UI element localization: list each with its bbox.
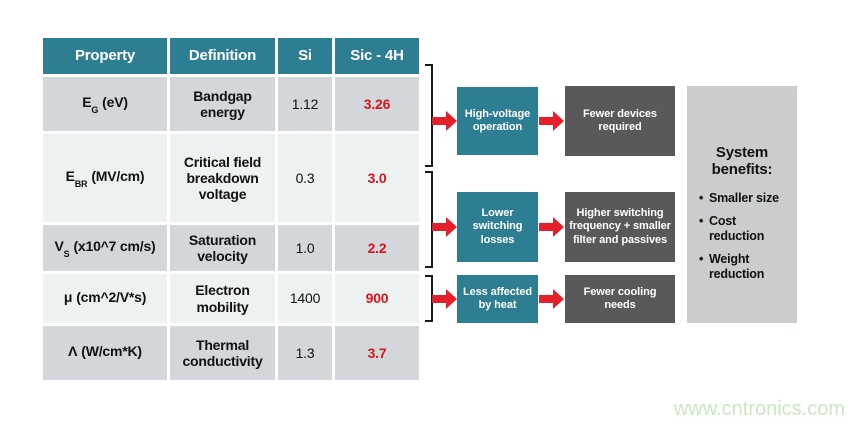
effect-box-higher-frequency: Higher switching frequency + smaller fil… (565, 192, 675, 262)
si-value-thermal: 1.3 (278, 326, 332, 380)
sic-value-mobility: 900 (335, 274, 419, 323)
header-si-label: Si (298, 47, 312, 65)
row-group-bracket-2 (425, 171, 433, 268)
arrow-right-icon (432, 111, 457, 131)
property-symbol: EG(eV) (82, 94, 128, 116)
header-si: Si (278, 38, 332, 74)
bullet-icon: • (699, 190, 704, 205)
row-group-bracket-1 (425, 64, 433, 167)
cause-box-lower-switching: Lower switching losses (457, 192, 538, 262)
property-cell-mobility: μ(cm^2/V*s) (43, 274, 167, 323)
effect-box-fewer-devices: Fewer devices required (565, 86, 675, 156)
benefit-label: Weight reduction (709, 251, 765, 281)
property-symbol: VS(x10^7 cm/s) (54, 238, 156, 260)
comparison-table: Property Definition Si Sic - 4H EG(eV) B… (43, 38, 419, 380)
property-cell-bandgap: EG(eV) (43, 77, 167, 131)
cause-box-high-voltage: High-voltage operation (457, 87, 538, 155)
header-definition-label: Definition (188, 47, 257, 65)
si-value-bandgap: 1.12 (278, 77, 332, 131)
benefit-label: Cost reduction (709, 213, 765, 243)
benefit-item-cost-reduction: • Cost reduction (699, 214, 787, 244)
header-property-label: Property (74, 47, 136, 65)
header-sic4h: Sic - 4H (335, 38, 419, 74)
si-value-mobility: 1400 (278, 274, 332, 323)
si-value-saturation: 1.0 (278, 225, 332, 271)
definition-cell-saturation: Saturation velocity (170, 225, 275, 271)
arrow-right-icon (432, 289, 457, 309)
sic-value-saturation: 2.2 (335, 225, 419, 271)
watermark-url: www.cntronics.com (673, 398, 845, 420)
sic-value-bandgap: 3.26 (335, 77, 419, 131)
si-value-breakdown: 0.3 (278, 134, 332, 222)
property-symbol: Λ(W/cm*K) (68, 343, 142, 360)
benefit-item-weight-reduction: • Weight reduction (699, 252, 787, 282)
benefits-list: • Smaller size • Cost reduction • Weight re… (687, 191, 797, 282)
system-benefits-panel: System benefits: • Smaller size • Cost red… (687, 86, 797, 323)
sic-value-thermal: 3.7 (335, 326, 419, 380)
bullet-icon: • (699, 251, 704, 266)
benefit-item-smaller-size: • Smaller size (699, 191, 787, 206)
arrow-right-icon (432, 217, 457, 237)
benefits-title: System benefits: (711, 144, 773, 179)
benefit-label: Smaller size (709, 190, 779, 205)
cause-box-less-heat: Less affected by heat (457, 275, 538, 323)
arrow-right-icon (539, 289, 564, 309)
bullet-icon: • (699, 213, 704, 228)
definition-cell-mobility: Electron mobility (170, 274, 275, 323)
definition-cell-breakdown: Critical field breakdown voltage (170, 134, 275, 222)
property-symbol: EBR(MV/cm) (65, 168, 145, 190)
arrow-right-icon (539, 111, 564, 131)
property-cell-breakdown: EBR(MV/cm) (43, 134, 167, 222)
property-cell-thermal: Λ(W/cm*K) (43, 326, 167, 380)
definition-cell-bandgap: Bandgap energy (170, 77, 275, 131)
property-cell-saturation: VS(x10^7 cm/s) (43, 225, 167, 271)
header-definition: Definition (170, 38, 275, 74)
arrow-right-icon (539, 217, 564, 237)
sic-value-breakdown: 3.0 (335, 134, 419, 222)
header-sic4h-label: Sic - 4H (350, 47, 404, 65)
property-symbol: μ(cm^2/V*s) (63, 288, 147, 305)
header-property: Property (43, 38, 167, 74)
definition-cell-thermal: Thermal conductivity (170, 326, 275, 380)
effect-box-fewer-cooling: Fewer cooling needs (565, 275, 675, 323)
